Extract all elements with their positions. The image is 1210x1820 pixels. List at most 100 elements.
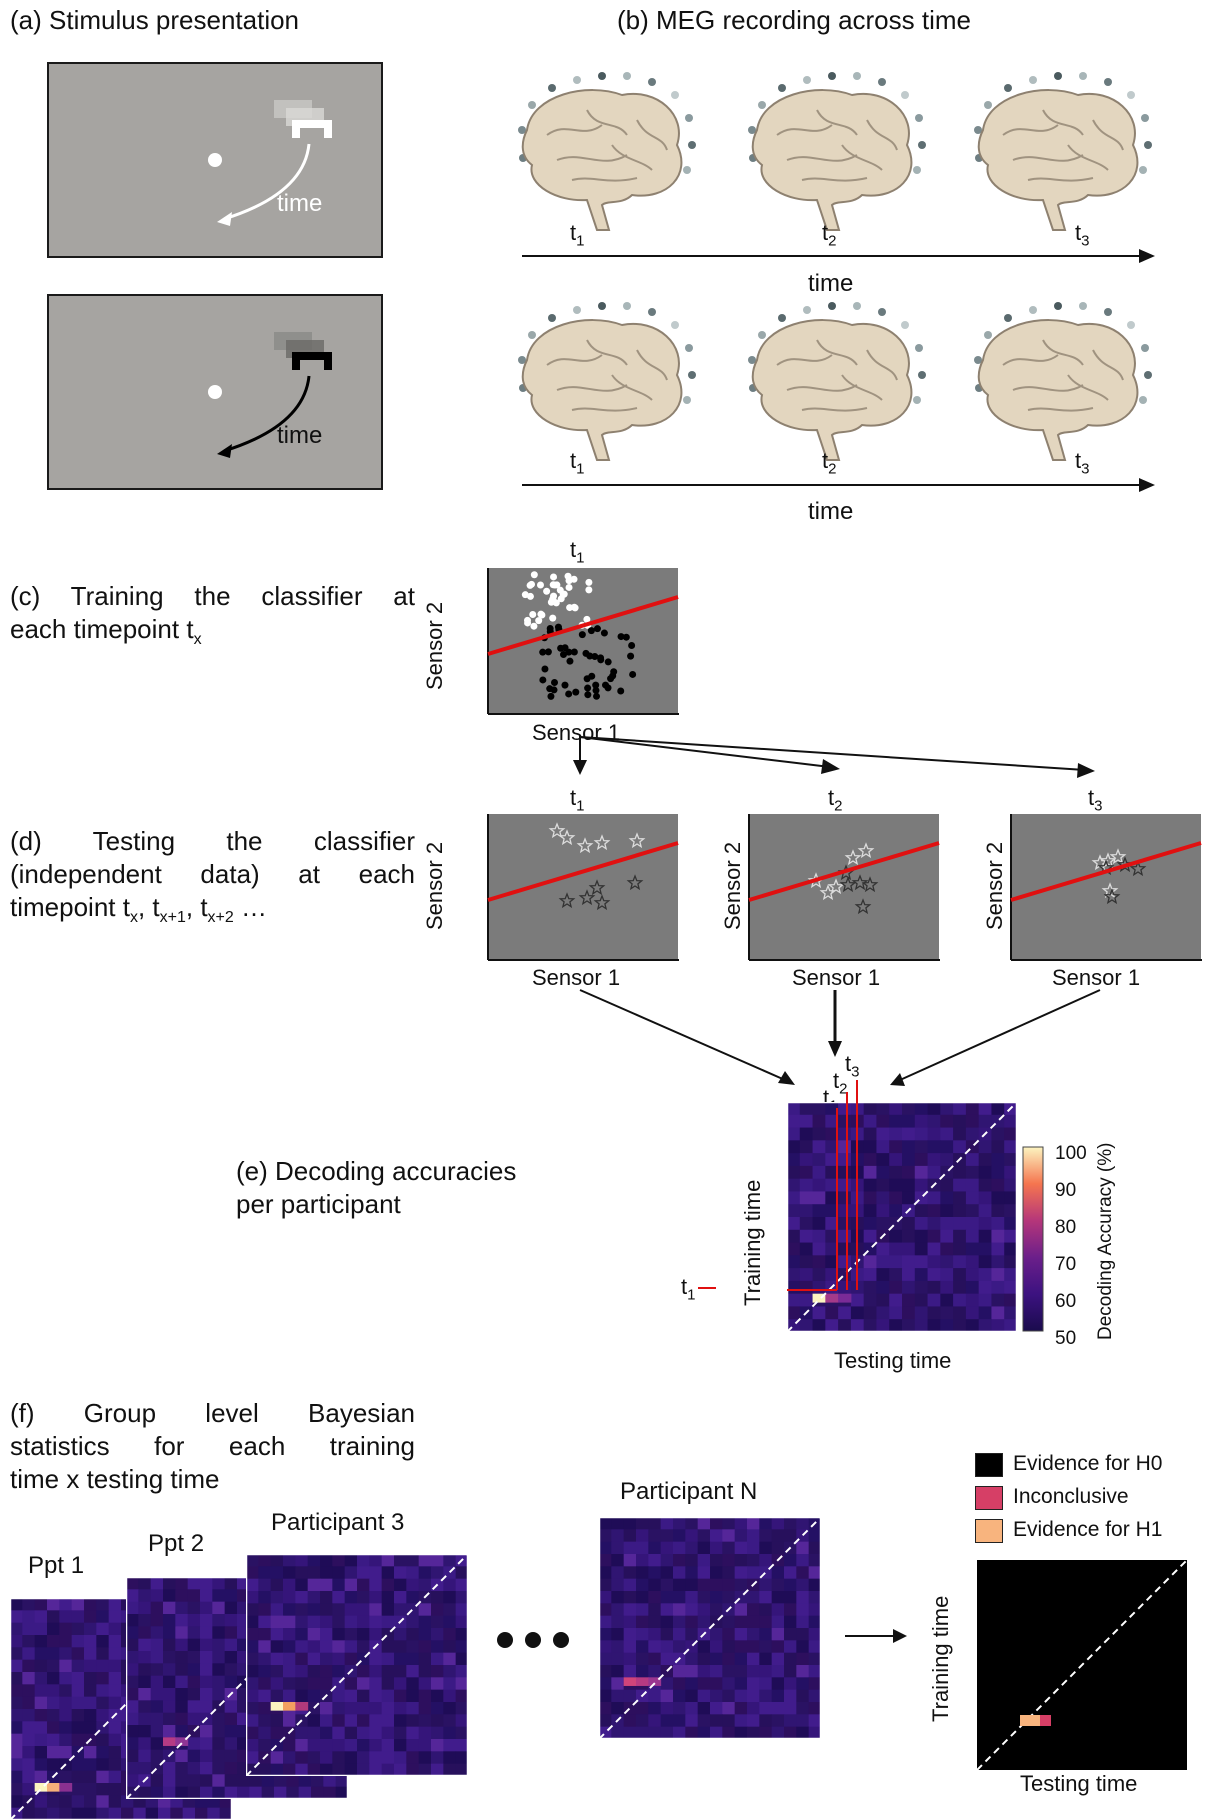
matrix-cell bbox=[443, 1603, 457, 1617]
matrix-cell bbox=[455, 1739, 468, 1752]
matrix-cell bbox=[796, 1566, 810, 1580]
matrix-cell bbox=[455, 1751, 468, 1765]
matrix-cell bbox=[274, 1774, 287, 1788]
matrix-cell bbox=[771, 1628, 785, 1641]
matrix-cell bbox=[771, 1591, 785, 1604]
matrix-cell bbox=[889, 1178, 903, 1192]
matrix-cell bbox=[270, 1689, 284, 1703]
matrix-cell bbox=[965, 1229, 980, 1244]
matrix-cell bbox=[187, 1577, 201, 1590]
matrix-cell bbox=[431, 1689, 444, 1703]
matrix-cell bbox=[344, 1591, 358, 1604]
matrix-cell bbox=[636, 1529, 649, 1543]
matrix-cell bbox=[283, 1615, 296, 1629]
matrix-border bbox=[599, 1517, 821, 1739]
matrix-cell bbox=[685, 1541, 699, 1555]
matrix-cell bbox=[965, 1153, 980, 1167]
matrix-cell bbox=[710, 1640, 723, 1654]
matrix-cell bbox=[270, 1554, 284, 1567]
matrix-cell bbox=[808, 1591, 821, 1604]
matrix-cell bbox=[808, 1640, 821, 1654]
matrix-cell bbox=[710, 1689, 723, 1703]
matrix-cell bbox=[953, 1242, 967, 1256]
matrix-cell bbox=[175, 1663, 189, 1677]
matrix-cell bbox=[71, 1684, 85, 1698]
matrix-cell bbox=[863, 1153, 877, 1167]
matrix-cell bbox=[889, 1242, 903, 1256]
matrix-cell bbox=[138, 1749, 152, 1763]
matrix-cell bbox=[1004, 1191, 1017, 1205]
matrix-cell bbox=[71, 1733, 85, 1747]
matrix-cell bbox=[978, 1165, 992, 1180]
matrix-cell bbox=[623, 1554, 637, 1567]
training-point-black bbox=[544, 648, 552, 656]
matrix-cell bbox=[902, 1140, 916, 1154]
decoding-colorbar bbox=[1022, 1146, 1044, 1332]
matrix-cell bbox=[771, 1726, 785, 1739]
matrix-cell bbox=[84, 1659, 97, 1673]
training-point-black bbox=[587, 627, 595, 635]
matrix-cell bbox=[187, 1589, 201, 1603]
training-point-black bbox=[554, 623, 562, 631]
training-point-white bbox=[550, 592, 558, 600]
matrix-cell bbox=[175, 1577, 189, 1590]
matrix-cell bbox=[759, 1677, 773, 1691]
matrix-cell bbox=[443, 1763, 457, 1776]
matrix-cell bbox=[175, 1675, 189, 1689]
matrix-cell bbox=[1004, 1127, 1017, 1141]
matrix-cell bbox=[599, 1640, 612, 1654]
matrix-cell bbox=[108, 1696, 122, 1710]
e-top-marker-t2: t2 bbox=[833, 1068, 848, 1098]
matrix-cell bbox=[784, 1517, 797, 1530]
matrix-cell bbox=[332, 1628, 346, 1641]
matrix-cell bbox=[673, 1665, 686, 1678]
matrix-cell bbox=[150, 1675, 164, 1689]
matrix-cell bbox=[623, 1714, 637, 1728]
matrix-cell bbox=[940, 1280, 954, 1295]
matrix-cell bbox=[47, 1610, 60, 1624]
matrix-cell bbox=[648, 1517, 662, 1530]
matrix-cell bbox=[332, 1689, 346, 1703]
matrix-cell bbox=[283, 1578, 296, 1592]
matrix-cell bbox=[212, 1737, 226, 1751]
matrix-cell bbox=[825, 1319, 839, 1332]
matrix-cell bbox=[150, 1663, 164, 1677]
matrix-cell bbox=[270, 1726, 284, 1740]
matrix-cell bbox=[258, 1591, 272, 1604]
training-point-black bbox=[629, 670, 637, 678]
matrix-cell bbox=[673, 1529, 686, 1543]
matrix-cell bbox=[784, 1591, 797, 1604]
matrix-cell bbox=[200, 1725, 213, 1738]
matrix-cell bbox=[902, 1191, 916, 1205]
matrix-cell bbox=[914, 1140, 929, 1154]
matrix-cell bbox=[150, 1749, 164, 1763]
matrix-cell bbox=[599, 1541, 612, 1555]
matrix-cell bbox=[876, 1102, 890, 1116]
test-star bbox=[558, 892, 576, 909]
matrix-cell bbox=[295, 1739, 309, 1752]
matrix-cell bbox=[953, 1293, 967, 1307]
matrix-cell bbox=[431, 1554, 444, 1567]
matrix-cell bbox=[431, 1566, 444, 1580]
matrix-cell bbox=[108, 1770, 122, 1784]
matrix-cell bbox=[59, 1721, 73, 1735]
matrix-cell bbox=[108, 1610, 122, 1624]
matrix-cell bbox=[648, 1726, 662, 1739]
matrix-cell bbox=[320, 1640, 333, 1654]
matrix-cell bbox=[799, 1191, 814, 1205]
matrix-cell bbox=[212, 1651, 226, 1664]
matrix-cell bbox=[902, 1153, 916, 1167]
training-point-white bbox=[530, 571, 538, 579]
matrix-cell bbox=[953, 1217, 967, 1231]
matrix-cell bbox=[270, 1751, 284, 1765]
matrix-cell bbox=[187, 1688, 201, 1701]
matrix-cell bbox=[307, 1677, 321, 1691]
matrix-cell bbox=[611, 1554, 625, 1567]
matrix-cell bbox=[455, 1714, 468, 1728]
matrix-cell bbox=[623, 1566, 637, 1580]
classifier-boundary bbox=[487, 841, 679, 902]
matrix-cell bbox=[369, 1578, 383, 1592]
matrix-cell bbox=[863, 1178, 877, 1192]
matrix-cell bbox=[722, 1640, 736, 1654]
matrix-cell bbox=[965, 1204, 980, 1218]
